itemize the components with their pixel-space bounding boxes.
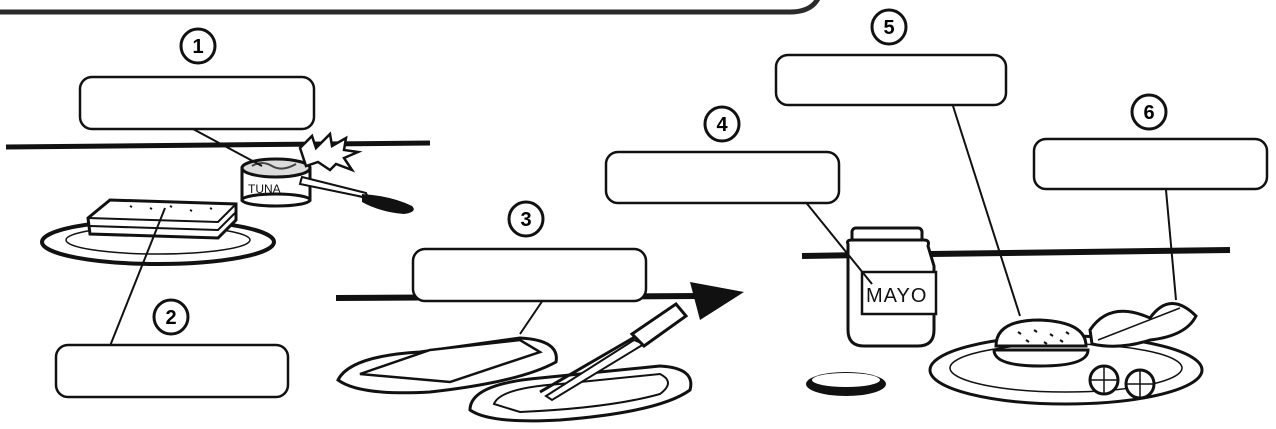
table-corner (690, 282, 744, 320)
step-number-4: 4 (716, 114, 728, 136)
answer-box-1[interactable] (80, 77, 314, 129)
jar-label: MAYO (866, 285, 927, 307)
answer-box-5[interactable] (776, 55, 1006, 105)
step-number-1: 1 (192, 36, 203, 58)
mayo-jar-icon: MAYO (848, 228, 937, 346)
jar-lid-icon (806, 372, 886, 396)
leader-lines (110, 106, 1176, 346)
step-badge-4: 4 (705, 107, 739, 141)
sandwich-plate-icon (42, 200, 274, 264)
bread-slices-icon (338, 338, 691, 421)
answer-box-3[interactable] (413, 249, 646, 301)
knife-icon (300, 177, 414, 214)
step-number-3: 3 (520, 209, 531, 231)
answer-box-2[interactable] (56, 345, 288, 397)
leader-line-5 (953, 106, 1020, 316)
burger-plate-icon (930, 303, 1202, 404)
leader-line-3 (520, 300, 543, 334)
step-number-6: 6 (1143, 102, 1154, 124)
step-badge-5: 5 (872, 10, 906, 44)
tuna-scene: TUNA (6, 134, 430, 264)
step-number-2: 2 (165, 307, 176, 329)
answer-box-4[interactable] (606, 152, 839, 203)
step-number-5: 5 (883, 17, 894, 39)
step-badge-1: 1 (181, 29, 215, 63)
step-badge-3: 3 (509, 202, 543, 236)
answer-box-6[interactable] (1034, 139, 1267, 189)
table-edge (6, 143, 430, 147)
can-label: TUNA (248, 182, 281, 196)
step-badge-6: 6 (1132, 95, 1166, 129)
mayo-scene: MAYO (802, 228, 1230, 404)
step-badge-2: 2 (154, 300, 188, 334)
leader-line-6 (1166, 190, 1176, 300)
can-lid-spikes (300, 134, 358, 170)
